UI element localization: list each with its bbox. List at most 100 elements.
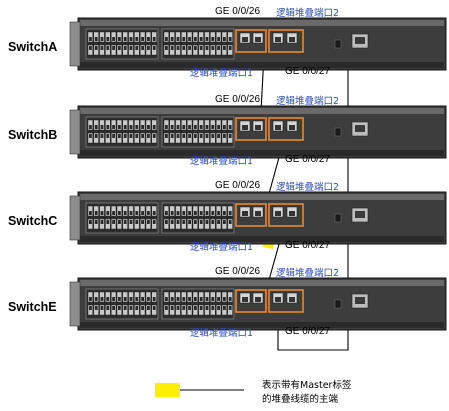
ethernet-port-socket <box>100 37 104 41</box>
ethernet-port-socket <box>228 297 232 301</box>
ethernet-port-socket <box>141 134 144 138</box>
ethernet-port-socket <box>211 125 215 129</box>
logical-stack-port-1-label: 逻辑堆叠端口1 <box>190 327 253 339</box>
ethernet-port-socket <box>147 46 150 50</box>
logical-stack-port-2-highlight <box>268 203 304 227</box>
ethernet-port-socket <box>100 46 104 50</box>
logical-stack-port-2-label: 逻辑堆叠端口2 <box>276 267 339 279</box>
logical-stack-port-2-highlight <box>268 29 304 53</box>
ethernet-port-socket <box>135 220 139 224</box>
ethernet-port-socket <box>118 46 121 50</box>
ethernet-port-socket <box>205 306 209 310</box>
ethernet-port-socket <box>194 211 197 215</box>
ethernet-port-block <box>161 202 235 234</box>
ethernet-port-socket <box>205 297 209 301</box>
ethernet-port-socket <box>170 211 174 215</box>
ethernet-port-socket <box>228 125 232 129</box>
stack-port-socket <box>242 297 248 302</box>
ethernet-port-socket <box>129 125 133 129</box>
status-led <box>334 39 342 49</box>
ethernet-port-socket <box>106 37 110 41</box>
console-port-socket <box>355 211 365 218</box>
ethernet-port-socket <box>141 211 144 215</box>
ethernet-port-socket <box>118 125 121 129</box>
logical-stack-port-1-highlight <box>235 203 267 227</box>
ge-label-bottom: GE 0/0/27 <box>285 326 330 337</box>
ethernet-port-socket <box>205 125 209 129</box>
ethernet-port-socket <box>112 125 115 129</box>
ethernet-port-socket <box>211 306 215 310</box>
ethernet-port-socket <box>170 37 174 41</box>
ethernet-port-socket <box>176 211 180 215</box>
switch-chassis-bevel <box>80 194 444 200</box>
ethernet-port-socket <box>100 125 104 129</box>
ethernet-port-socket <box>223 125 226 129</box>
ethernet-port-socket <box>199 306 203 310</box>
ethernet-port-socket <box>217 37 220 41</box>
ethernet-port-socket <box>176 220 180 224</box>
ethernet-port-socket <box>217 211 220 215</box>
ethernet-port-socket <box>199 220 203 224</box>
switch-chassis-bevel <box>80 280 444 286</box>
ethernet-port-socket <box>205 37 209 41</box>
ethernet-port-socket <box>199 297 203 301</box>
legend-text-line2: 的堆叠线缆的主端 <box>262 393 339 405</box>
ethernet-port-socket <box>112 306 115 310</box>
ethernet-port-socket <box>106 46 110 50</box>
ethernet-port-socket <box>223 220 226 224</box>
stack-port-socket <box>255 211 261 216</box>
ethernet-port-socket <box>188 46 191 50</box>
ethernet-port-socket <box>118 211 121 215</box>
ethernet-port-socket <box>223 46 226 50</box>
ethernet-port-socket <box>94 211 98 215</box>
ethernet-port-socket <box>217 134 220 138</box>
ethernet-port-socket <box>118 37 121 41</box>
ethernet-port-socket <box>194 134 197 138</box>
ethernet-port-socket <box>106 211 110 215</box>
ethernet-port-socket <box>135 46 139 50</box>
ge-label-top: GE 0/0/26 <box>215 180 260 191</box>
ethernet-port-block <box>85 28 159 60</box>
ethernet-port-socket <box>123 134 127 138</box>
ethernet-port-socket <box>176 306 180 310</box>
ethernet-port-block <box>85 116 159 148</box>
stack-port-socket <box>289 125 295 130</box>
ethernet-port-socket <box>123 306 127 310</box>
ge-label-bottom: GE 0/0/27 <box>285 154 330 165</box>
stack-port-socket <box>275 297 281 302</box>
ethernet-port-socket <box>194 306 197 310</box>
ethernet-port-socket <box>188 211 191 215</box>
ethernet-port-socket <box>94 297 98 301</box>
stack-port-socket <box>242 125 248 130</box>
ethernet-port-socket <box>205 134 209 138</box>
ethernet-port-socket <box>199 37 203 41</box>
ethernet-port-socket <box>182 46 186 50</box>
ethernet-port-socket <box>135 211 139 215</box>
ethernet-port-socket <box>147 134 150 138</box>
ethernet-port-socket <box>94 37 98 41</box>
ethernet-port-block <box>161 116 235 148</box>
ethernet-port-socket <box>94 220 98 224</box>
ethernet-port-socket <box>118 297 121 301</box>
ethernet-port-socket <box>106 297 110 301</box>
switch-name: SwitchC <box>8 214 57 228</box>
logical-stack-port-2-label: 逻辑堆叠端口2 <box>276 181 339 193</box>
ethernet-port-socket <box>152 46 156 50</box>
ethernet-port-socket <box>165 46 168 50</box>
ethernet-port-socket <box>165 37 168 41</box>
ethernet-port-socket <box>188 37 191 41</box>
stack-port-socket <box>289 37 295 42</box>
ethernet-port-socket <box>89 46 92 50</box>
stack-port-socket <box>289 297 295 302</box>
mounting-ear <box>69 281 81 327</box>
console-port-socket <box>355 297 365 304</box>
ethernet-port-socket <box>211 297 215 301</box>
ethernet-port-socket <box>176 125 180 129</box>
ethernet-port-socket <box>129 46 133 50</box>
ethernet-port-socket <box>217 125 220 129</box>
ethernet-port-socket <box>129 220 133 224</box>
ethernet-port-socket <box>205 46 209 50</box>
logical-stack-port-1-highlight <box>235 289 267 313</box>
ethernet-port-socket <box>228 46 232 50</box>
